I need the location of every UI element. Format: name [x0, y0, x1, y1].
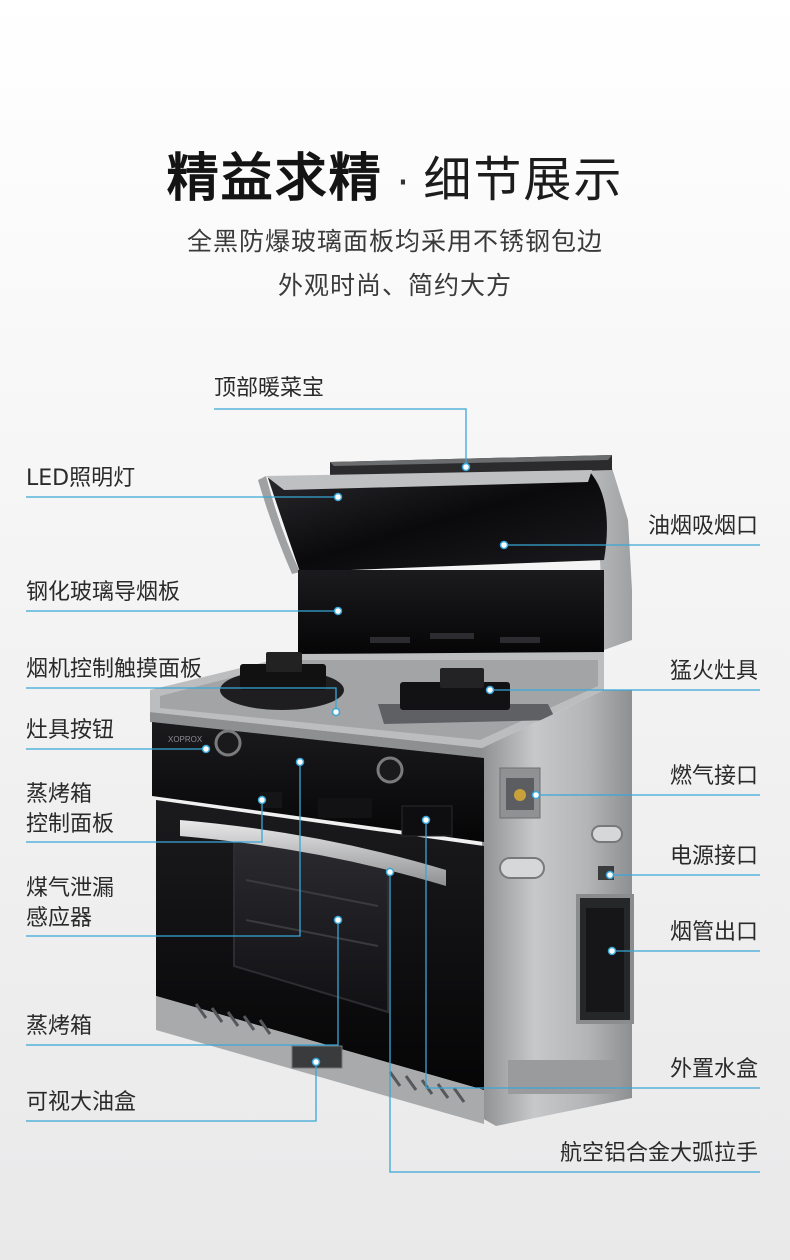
label-handle: 航空铝合金大弧拉手	[559, 1141, 758, 1166]
subtitle-line-1: 全黑防爆玻璃面板均采用不锈钢包边	[186, 227, 603, 256]
title-main: 精益求精	[166, 149, 383, 209]
label-oil-box: 可视大油盒	[26, 1090, 137, 1115]
led-light-strip	[266, 470, 592, 490]
glass-baffle-panel	[298, 570, 604, 656]
label-flue-outlet: 烟管出口	[669, 920, 758, 945]
left-burner-grate	[240, 664, 326, 690]
label-smoke-intake: 油烟吸烟口	[647, 514, 758, 539]
oven-handle	[180, 820, 446, 886]
callout-dots	[201, 462, 617, 1067]
burner-knob-left-icon	[214, 729, 242, 757]
label-hood-touch-panel: 烟机控制触摸面板	[26, 657, 203, 682]
label-led-light: LED照明灯	[26, 466, 136, 491]
cooktop	[150, 652, 604, 758]
water-box	[508, 1060, 618, 1094]
label-power-inlet: 电源接口	[669, 844, 758, 869]
label-steam-oven: 蒸烤箱	[26, 1014, 93, 1039]
page-title: 精益求精 · 细节展示	[0, 136, 790, 211]
label-gas-sensor-line2: 感应器	[26, 906, 93, 931]
label-burners: 猛火灶具	[669, 659, 758, 684]
hood-curved-glass	[268, 472, 607, 572]
range-hood	[258, 455, 632, 656]
burner-knob-right-icon	[376, 756, 404, 784]
label-top-warmer: 顶部暖菜宝	[214, 376, 325, 401]
label-oven-panel-line1: 蒸烤箱	[26, 782, 93, 807]
subtitle-line-2: 外观时尚、简约大方	[277, 271, 512, 300]
title-separator: ·	[396, 160, 410, 206]
label-gas-sensor-line1: 煤气泄漏	[26, 876, 115, 901]
title-sub: 细节展示	[423, 152, 624, 208]
cabinet-front: XOPROX	[152, 722, 484, 1090]
right-burner-grate	[400, 682, 510, 710]
label-water-box: 外置水盒	[669, 1057, 758, 1082]
gas-inlet-fitting-icon	[514, 789, 526, 801]
label-glass-baffle: 钢化玻璃导烟板	[26, 580, 181, 605]
oil-box	[291, 1045, 343, 1069]
label-gas-inlet: 燃气接口	[669, 764, 758, 789]
label-burner-knob: 灶具按钮	[26, 718, 115, 743]
label-oven-panel-line2: 控制面板	[26, 812, 115, 837]
brand-plate: XOPROX	[168, 735, 203, 744]
callout-lines	[26, 408, 760, 1173]
